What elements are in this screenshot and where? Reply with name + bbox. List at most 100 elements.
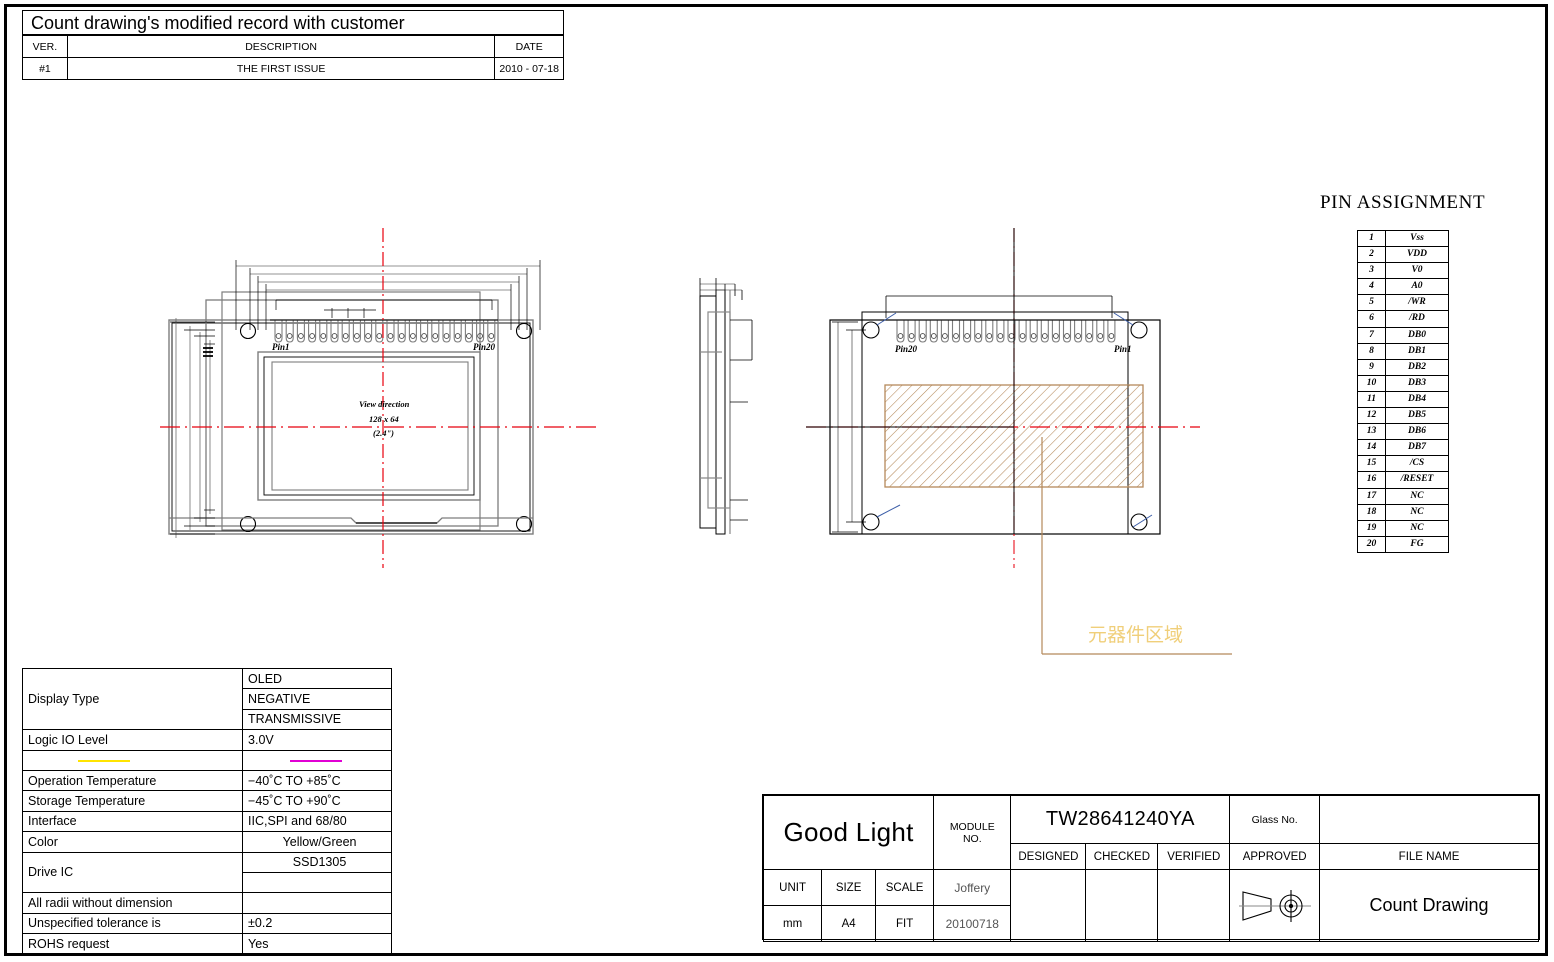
revision-block: Count drawing's modified record with cus… [22, 10, 564, 80]
pin-number: 20 [1357, 535, 1386, 553]
pin-signal: /WR [1385, 294, 1449, 312]
company-logo: Good Light [762, 795, 935, 870]
pin-number: 15 [1357, 455, 1386, 473]
pin-signal: /RD [1385, 310, 1449, 328]
pin-number: 8 [1357, 342, 1386, 360]
designed-label: DESIGNED [1010, 843, 1087, 870]
spec-value-drive-ic-blank [242, 871, 392, 894]
pin-number: 6 [1357, 310, 1386, 328]
table-row: Logic IO Level 3.0V [21, 729, 392, 751]
spec-label-all-radii: All radii without dimension [21, 892, 244, 914]
specification-table: Display Type OLED NEGATIVE TRANSMISSIVE … [21, 667, 392, 955]
approved-value [1157, 869, 1231, 942]
pin-row: 16/RESET [1357, 471, 1449, 489]
unit-label: UNIT [762, 869, 823, 906]
module-no-label-line2: NO. [962, 832, 982, 845]
pin-number: 11 [1357, 390, 1386, 409]
module-no-label: MODULE NO. [933, 795, 1012, 870]
table-row: All radii without dimension [21, 892, 392, 914]
spec-value-all-radii [242, 892, 392, 914]
spec-value-unspecified-tolerance: ±0.2 [242, 912, 392, 935]
pin-number: 2 [1357, 246, 1386, 264]
file-name-value: Count Drawing [1319, 869, 1539, 942]
revision-ver: #1 [22, 57, 68, 80]
revision-col-date: DATE [494, 35, 564, 58]
table-row: ROHS request Yes [21, 933, 392, 955]
revision-block-title: Count drawing's modified record with cus… [22, 10, 564, 35]
spec-label-color: Color [21, 831, 244, 853]
sheet-border [4, 4, 1548, 956]
checked-value [1010, 869, 1087, 942]
table-row: Interface IIC,SPI and 68/80 [21, 810, 392, 833]
file-name-label: FILE NAME [1319, 843, 1539, 870]
scale-label: SCALE [875, 869, 935, 906]
table-row: Drive IC SSD1305 [21, 851, 392, 894]
spec-value-drive-ic: SSD1305 [242, 851, 392, 873]
table-row: Color Yellow/Green [21, 831, 392, 853]
size-value: A4 [821, 905, 877, 942]
pin-signal: DB1 [1385, 342, 1449, 360]
scale-value: FIT [875, 905, 935, 942]
module-no-value: TW28641240YA [1010, 795, 1231, 844]
pin-number: 12 [1357, 407, 1386, 425]
pin-signal: DB4 [1385, 390, 1449, 409]
yellow-marker-line [78, 759, 130, 762]
spec-value-operation-temperature: −40˚C TO +85˚C [242, 769, 392, 792]
spec-label-unspecified-tolerance: Unspecified tolerance is [21, 912, 244, 935]
specification-block: Display Type OLED NEGATIVE TRANSMISSIVE … [21, 667, 392, 955]
pin-number: 5 [1357, 294, 1386, 312]
title-block: Good Light MODULE NO. TW28641240YA Glass… [762, 794, 1540, 942]
spec-label-interface: Interface [21, 810, 244, 833]
glass-no-value [1319, 795, 1539, 844]
revision-header-row: VER. DESCRIPTION DATE [22, 35, 564, 58]
table-row: Storage Temperature −45˚C TO +90˚C [21, 790, 392, 812]
spec-value-display-type-2: NEGATIVE [242, 688, 392, 710]
pin-assignment-heading: PIN ASSIGNMENT [1320, 192, 1486, 213]
pin-signal: V0 [1385, 262, 1449, 280]
pin-number: 10 [1357, 374, 1386, 392]
module-no-label-line1: MODULE [949, 820, 995, 833]
designed-date-value: 20100718 [933, 905, 1012, 942]
pin-signal: DB3 [1385, 374, 1449, 392]
table-row: TRANSMISSIVE [23, 708, 392, 731]
spec-swatch-value-row [242, 749, 392, 771]
first-angle-projection-icon [1238, 890, 1311, 922]
pin-number: 16 [1357, 471, 1386, 489]
spec-value-color: Yellow/Green [242, 831, 392, 853]
table-row: Good Light MODULE NO. TW28641240YA Glass… [762, 795, 1539, 870]
magenta-marker-line [290, 759, 343, 762]
revision-table: VER. DESCRIPTION DATE #1 THE FIRST ISSUE… [22, 35, 564, 80]
checked-label: CHECKED [1085, 843, 1159, 870]
pin-signal: NC [1385, 487, 1449, 505]
pin-row: 6/RD [1357, 310, 1449, 328]
spec-label-rohs-request: ROHS request [21, 933, 244, 955]
pin-row: 15/CS [1357, 455, 1449, 473]
table-row [21, 749, 392, 771]
table-row: Display Type OLED [21, 667, 392, 731]
pin-number: 17 [1357, 487, 1386, 505]
spec-value-interface: IIC,SPI and 68/80 [242, 810, 392, 833]
pin-signal: DB0 [1385, 326, 1449, 344]
pin-number: 1 [1357, 229, 1386, 248]
revision-col-description: DESCRIPTION [66, 35, 496, 58]
spec-value-logic-io-level: 3.0V [242, 729, 392, 751]
spec-value-rohs-request: Yes [242, 933, 392, 955]
pin-row: 5/WR [1357, 294, 1449, 312]
pin-signal: DB6 [1385, 423, 1449, 441]
projection-symbol-cell [1229, 869, 1321, 942]
spec-label-display-type: Display Type [21, 667, 244, 731]
